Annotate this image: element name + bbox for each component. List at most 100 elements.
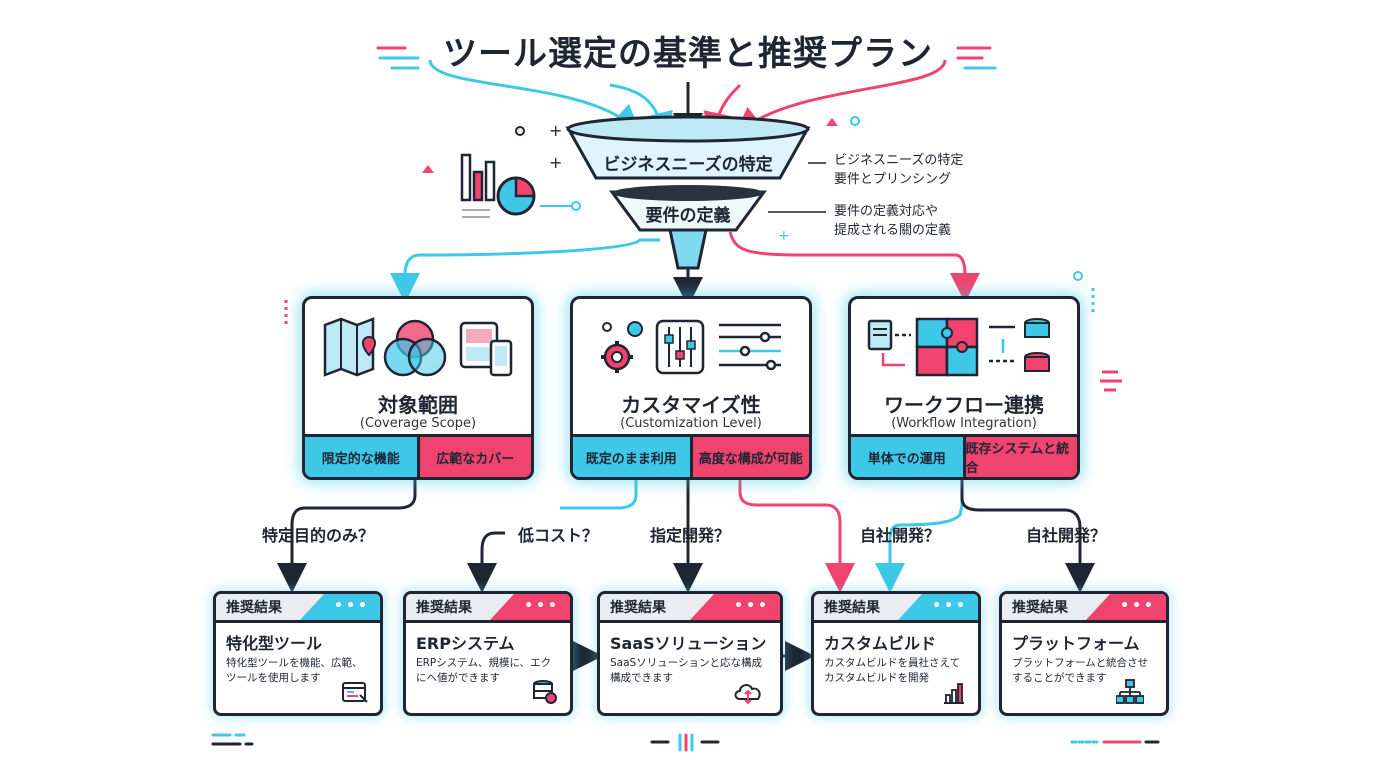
result-header: 推奨結果 ••• [814,594,978,623]
result-description-line2: ツールを使用します [226,672,321,684]
funnel-bottom-label: 要件の定義 [645,206,731,226]
option-broad: 広範なカバー [416,437,531,477]
criterion-subtitle: (Customization Level) [620,416,762,431]
workflow-icons [867,317,1050,377]
result-description: ERPシステム、規模に、エク にへ値ができます [416,656,570,686]
browser-code-icon [342,682,368,703]
result-header: 推奨結果 ••• [1002,594,1166,623]
header-accent [690,594,780,620]
result-header: 推奨結果 ••• [406,594,570,623]
result-description: 特化型ツールを機能、広範、 ツールを使用します [226,656,380,686]
question-inhouse-dev-1: 自社開発？ [860,526,941,545]
header-accent [898,594,978,620]
result-description-line2: することができます [1012,672,1107,684]
result-header: 推奨結果 ••• [216,594,380,623]
result-title: SaaSソリューション [610,634,767,653]
option-advanced: 高度な構成が可能 [689,437,809,477]
result-description-line1: プラットフォームと統合させ [1012,657,1149,669]
side-note-needs-line2: 要件とプリンシング [834,172,952,187]
criterion-card-workflow: ワークフロー連携 (Workflow Integration) 単体での運用 既… [848,296,1080,480]
criterion-subtitle: (Workflow Integration) [891,416,1037,431]
option-limited: 限定的な機能 [305,437,417,477]
criterion-title: 対象範囲 [378,393,458,417]
arrow-c2-to-r2 [560,478,638,510]
svg-text:+: + [778,228,790,244]
result-header-label: 推奨結果 [416,600,472,616]
deco-right-shapes: + [284,116,1122,392]
slider-icon [655,319,705,375]
funnel-middle-rim [612,185,764,201]
arrow-c3-to-r5 [960,478,1095,593]
result-description: プラットフォームと統合させ することができます [1012,656,1166,686]
window-dots-icon: ••• [1120,598,1156,614]
arrow-funnel-left [390,238,660,303]
hierarchy-icon [1116,679,1144,704]
criterion-subtitle: (Coverage Scope) [359,416,477,431]
result-description-line1: ERPシステム、規模に、エク [416,657,552,669]
question-specific-purpose: 特定目的のみ？ [262,526,375,545]
gear-icon [601,321,643,373]
result-title: ERPシステム [416,634,515,653]
arrow-funnel-right [728,231,980,303]
svg-text:+: + [549,153,562,172]
settings-lines-icon [719,323,781,371]
result-title: カスタムビルド [824,634,937,653]
result-card-erp: 推奨結果 ••• ERPシステム ERPシステム、規模に、エク にへ値ができます [403,591,573,716]
result-header-label: 推奨結果 [226,600,282,616]
option-standalone: 単体での運用 [851,437,963,477]
side-note-needs: ビジネスニーズの特定 要件とプリンシング [834,151,963,189]
arrow-c2-to-r4 [738,478,855,593]
side-note-needs-line1: ビジネスニーズの特定 [834,153,964,168]
header-accent [490,594,570,620]
criterion-options: 単体での運用 既存システムと統合 [851,434,1077,477]
criterion-card-customization: カスタマイズ性 (Customization Level) 既定のまま利用 高度… [570,296,812,480]
funnel-spout [668,228,708,270]
title-deco-left [376,46,420,70]
option-integrated: 既存システムと統合 [962,437,1077,477]
result-description-line2: 構成できます [610,672,673,684]
result-description-line1: SaaSソリューションと応な構成 [610,657,762,669]
venn-icon [383,319,447,377]
header-accent [1086,594,1166,620]
result-title: 特化型ツール [226,634,323,653]
result-header-label: 推奨結果 [610,600,666,616]
criterion-title: カスタマイズ性 [621,393,761,417]
result-card-platform: 推奨結果 ••• プラットフォーム プラットフォームと統合させ することができま… [999,591,1169,716]
arrow-c2-to-r2b [467,531,505,593]
cloud-sync-icon [734,684,761,705]
map-icon [323,317,377,377]
customization-icons [601,319,781,375]
title-deco-right [956,46,997,70]
document-icon [867,319,911,367]
result-description-line1: カスタムビルドを員社さえて [824,657,960,669]
window-dots-icon: ••• [734,598,770,614]
result-header-label: 推奨結果 [1012,600,1068,616]
side-note-requirements-line1: 要件の定義対応や [834,204,939,219]
question-inhouse-dev-2: 自社開発？ [1026,526,1107,545]
header-accent [300,594,380,620]
database-sync-icon [989,318,1050,372]
deco-bottom [211,733,1160,752]
arrow-c1-to-r1 [277,478,417,593]
result-description: SaaSソリューションと応な構成 構成できます [610,656,780,686]
arrow-title-right2-pink [733,59,947,138]
criterion-options: 限定的な機能 広範なカバー [305,434,531,477]
window-dots-icon: ••• [932,598,968,614]
criterion-title: ワークフロー連携 [884,393,1044,417]
side-note-requirements: 要件の定義対応や 提成される關の定義 [834,202,951,240]
devices-icon [459,321,513,377]
funnel-rim [566,115,810,143]
option-default: 既定のまま利用 [573,437,690,477]
window-dots-icon: ••• [524,598,560,614]
deco-chart-icon: + + [422,121,581,218]
result-title: プラットフォーム [1012,634,1140,653]
database-gear-icon [533,680,557,704]
result-card-specialized-tool: 推奨結果 ••• 特化型ツール 特化型ツールを機能、広範、 ツールを使用します [213,591,383,716]
puzzle-icon [915,317,979,377]
svg-text:+: + [549,121,562,140]
window-dots-icon: ••• [334,598,370,614]
result-card-saas: 推奨結果 ••• SaaSソリューション SaaSソリューションと応な構成 構成… [597,591,783,716]
result-description-line2: にへ値ができます [416,672,500,684]
question-specified-dev: 指定開発？ [650,526,731,545]
